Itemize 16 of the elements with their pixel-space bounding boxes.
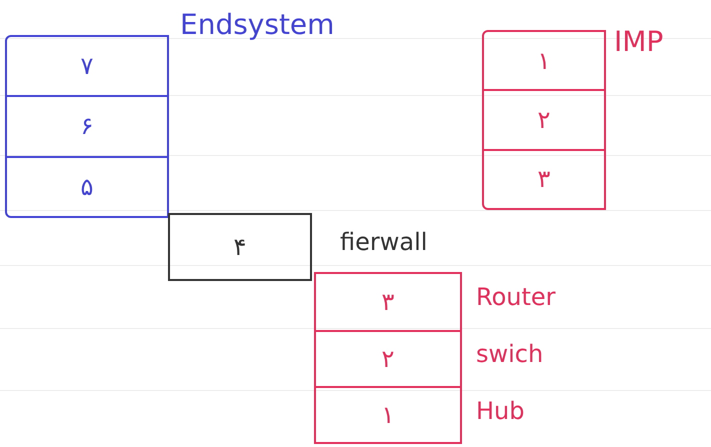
layer-box: ۲ (314, 330, 462, 388)
stack-heading: IMP (614, 25, 664, 58)
layer-cell: ۳ (484, 148, 604, 208)
layer-label: swich (476, 340, 544, 368)
layer-label: Hub (476, 397, 524, 425)
layer-box: ۱ (314, 386, 462, 444)
layer-box: ۳ (314, 272, 462, 332)
layer-cell: ۲ (484, 89, 604, 149)
layer-cell: ۷ (7, 37, 167, 96)
layer-box: ۴ (168, 213, 312, 281)
layer-cell: ۱ (484, 32, 604, 90)
layer-label: Router (476, 283, 556, 311)
layer-cell: ۶ (7, 95, 167, 156)
stack-heading: Endsystem (180, 8, 334, 41)
layer-cell: ۵ (7, 156, 167, 216)
layer-label: fierwall (340, 228, 428, 256)
